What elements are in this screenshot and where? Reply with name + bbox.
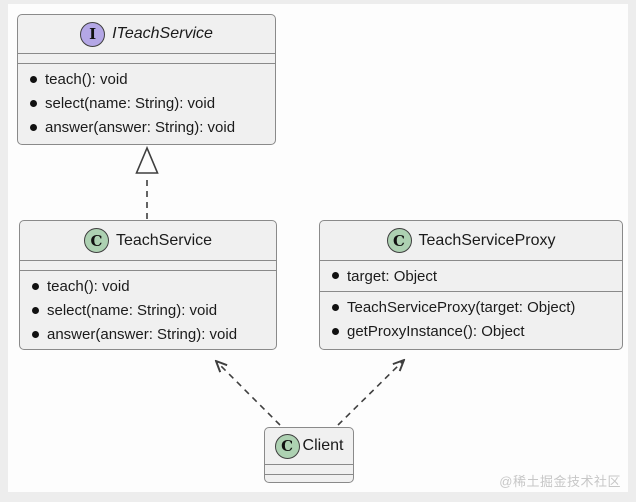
method-label: teach(): void [47,278,130,295]
fields-compartment-empty [265,464,353,474]
method-label: teach(): void [45,71,128,88]
fields-compartment: target: Object [320,260,622,291]
visibility-dot-icon [30,99,37,107]
method-row: teach(): void [20,275,276,299]
method-label: select(name: String): void [45,95,216,112]
method-label: getProxyInstance(): Object [347,323,525,340]
class-name: Client [302,437,344,454]
method-row: TeachServiceProxy(target: Object) [320,296,622,320]
class-box-teachserviceproxy: C TeachServiceProxy target: Object Teach… [319,220,623,350]
visibility-dot-icon [30,123,37,131]
method-label: answer(answer: String): void [45,119,236,136]
method-row: answer(answer: String): void [18,116,275,140]
visibility-dot-icon [32,306,39,314]
method-label: answer(answer: String): void [47,326,238,343]
client-title: C Client [265,428,353,464]
teachserviceproxy-title: C TeachServiceProxy [320,221,622,260]
methods-compartment-empty [265,474,353,484]
method-label: TeachServiceProxy(target: Object) [347,299,576,316]
field-label: target: Object [347,267,438,285]
method-row: teach(): void [18,68,275,92]
class-icon: C [83,228,109,253]
visibility-dot-icon [332,303,339,311]
class-name: ITeachService [112,25,213,42]
iteachservice-title: I ITeachService [18,15,275,53]
teachservice-title: C TeachService [20,221,276,260]
visibility-dot-icon [30,75,37,83]
fields-compartment-empty [18,53,275,63]
class-icon: C [274,433,300,459]
visibility-dot-icon [332,271,339,279]
watermark-text: @稀土掘金技术社区 [499,474,621,489]
methods-compartment: TeachServiceProxy(target: Object) getPro… [320,291,622,349]
fields-compartment-empty [20,260,276,270]
methods-compartment: teach(): void select(name: String): void… [20,270,276,349]
method-row: select(name: String): void [20,299,276,323]
visibility-dot-icon [332,327,339,335]
interface-icon: I [80,21,106,47]
methods-compartment: teach(): void select(name: String): void… [18,63,275,144]
class-icon: C [386,228,412,253]
visibility-dot-icon [32,330,39,338]
class-name: TeachService [115,231,213,249]
method-row: answer(answer: String): void [20,323,276,347]
class-box-teachservice: C TeachService teach(): void select(name… [19,220,277,350]
class-name: TeachServiceProxy [418,231,556,249]
method-row: select(name: String): void [18,92,275,116]
method-label: select(name: String): void [47,302,218,319]
visibility-dot-icon [32,282,39,290]
method-row: getProxyInstance(): Object [320,320,622,344]
class-box-client: C Client [264,427,354,483]
class-box-iteachservice: I ITeachService teach(): void select(nam… [17,14,276,145]
